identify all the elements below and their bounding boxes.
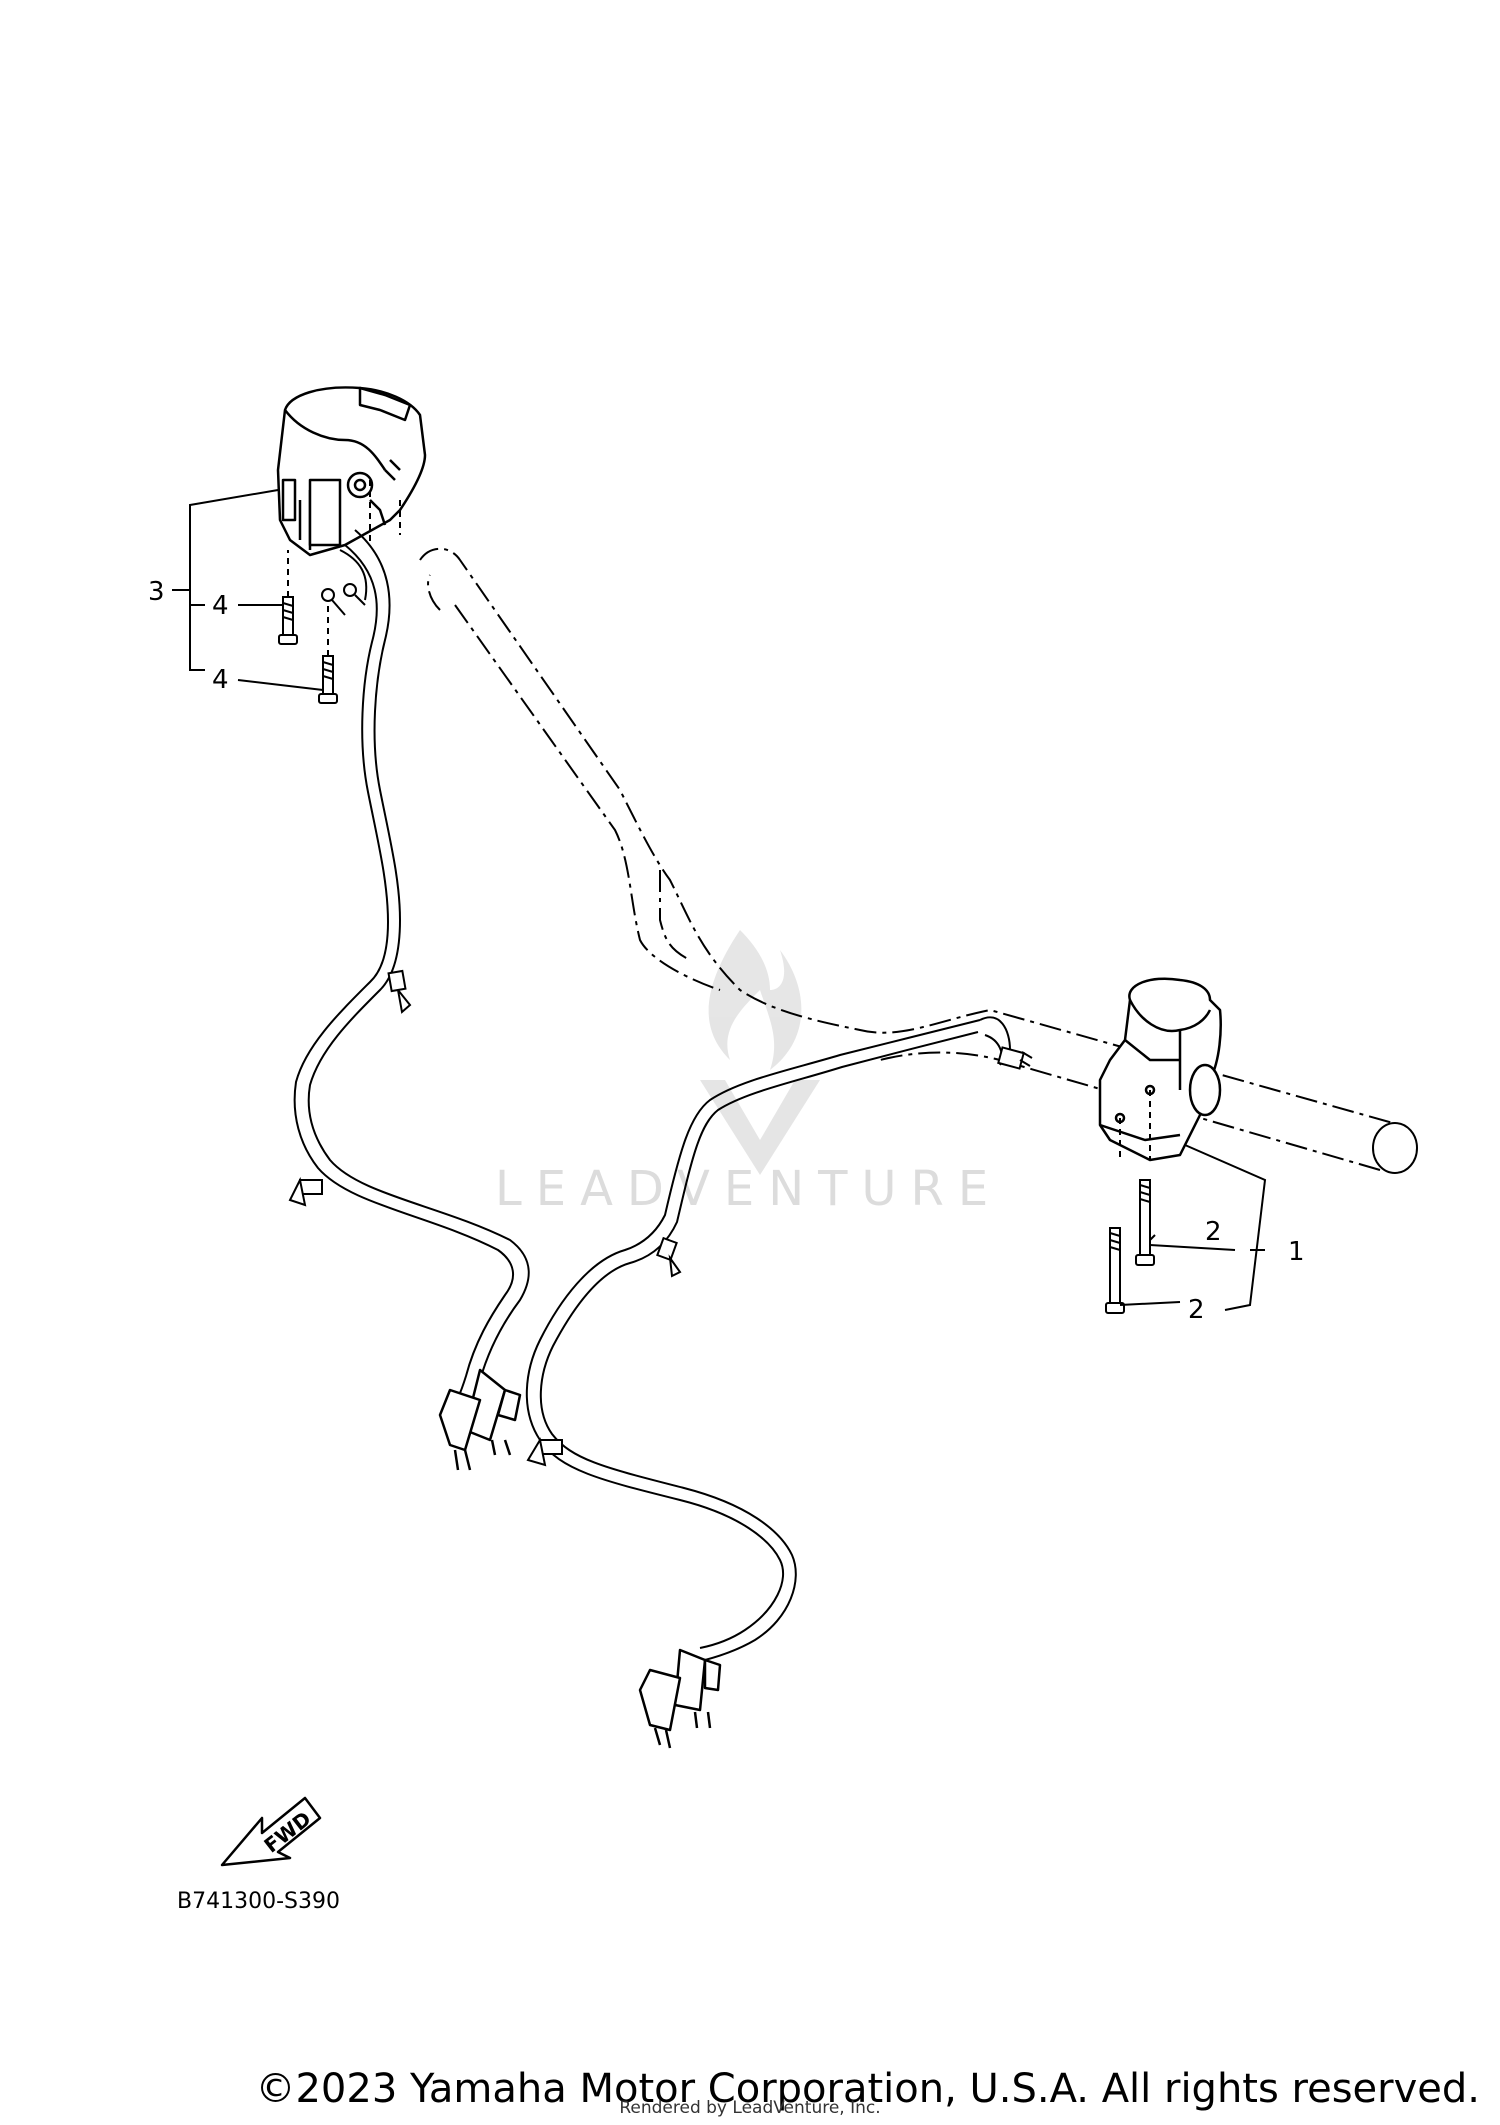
screws-part-2 [1105,1179,1155,1314]
right-wiring-harness [525,1016,1011,1661]
screw-2-upper [1135,1179,1155,1266]
left-switch-hidden-lines [369,480,401,545]
right-switch-small-connector [997,1046,1033,1070]
callout-1: 1 [1288,1237,1305,1267]
fwd-arrow-icon [220,1796,322,1867]
left-handlebar-switch [276,386,427,557]
left-switch-terminals [321,583,366,616]
callout-2-upper: 2 [1205,1217,1222,1247]
watermark-flame-icon [708,930,802,1070]
watermark: LEADVENTURE [495,930,1002,1217]
screw-4-lower [318,655,338,704]
rendered-by-notice: Rendered by LeadVenture, Inc. [619,2098,881,2118]
callout-3: 3 [148,577,165,607]
callout-4-lower: 4 [212,665,229,695]
copyright-notice: ©2023 Yamaha Motor Corporation, U.S.A. A… [255,2066,1480,2112]
callout-4-upper: 4 [212,591,229,621]
diagram-code: B741300-S390 [177,1889,340,1914]
screw-2-lower [1105,1227,1125,1314]
harness-clamps [288,969,682,1467]
screw-4-hidden-lines [287,550,329,656]
right-harness-connectors [638,1648,722,1749]
right-grip-end [1372,1122,1418,1174]
callout-labels: 3 4 4 1 2 2 [148,577,1305,1325]
fwd-arrow: FWD [220,1796,322,1867]
callout-2-lower: 2 [1188,1295,1205,1325]
handlebar [419,547,1401,1171]
right-switch-hidden-lines [1119,1090,1151,1160]
callout-leaders [172,489,1267,1311]
watermark-text: LEADVENTURE [495,1161,1002,1217]
left-wiring-harness [293,529,530,1421]
right-handlebar-switch [1098,977,1222,1162]
left-harness-connectors [438,1368,522,1471]
